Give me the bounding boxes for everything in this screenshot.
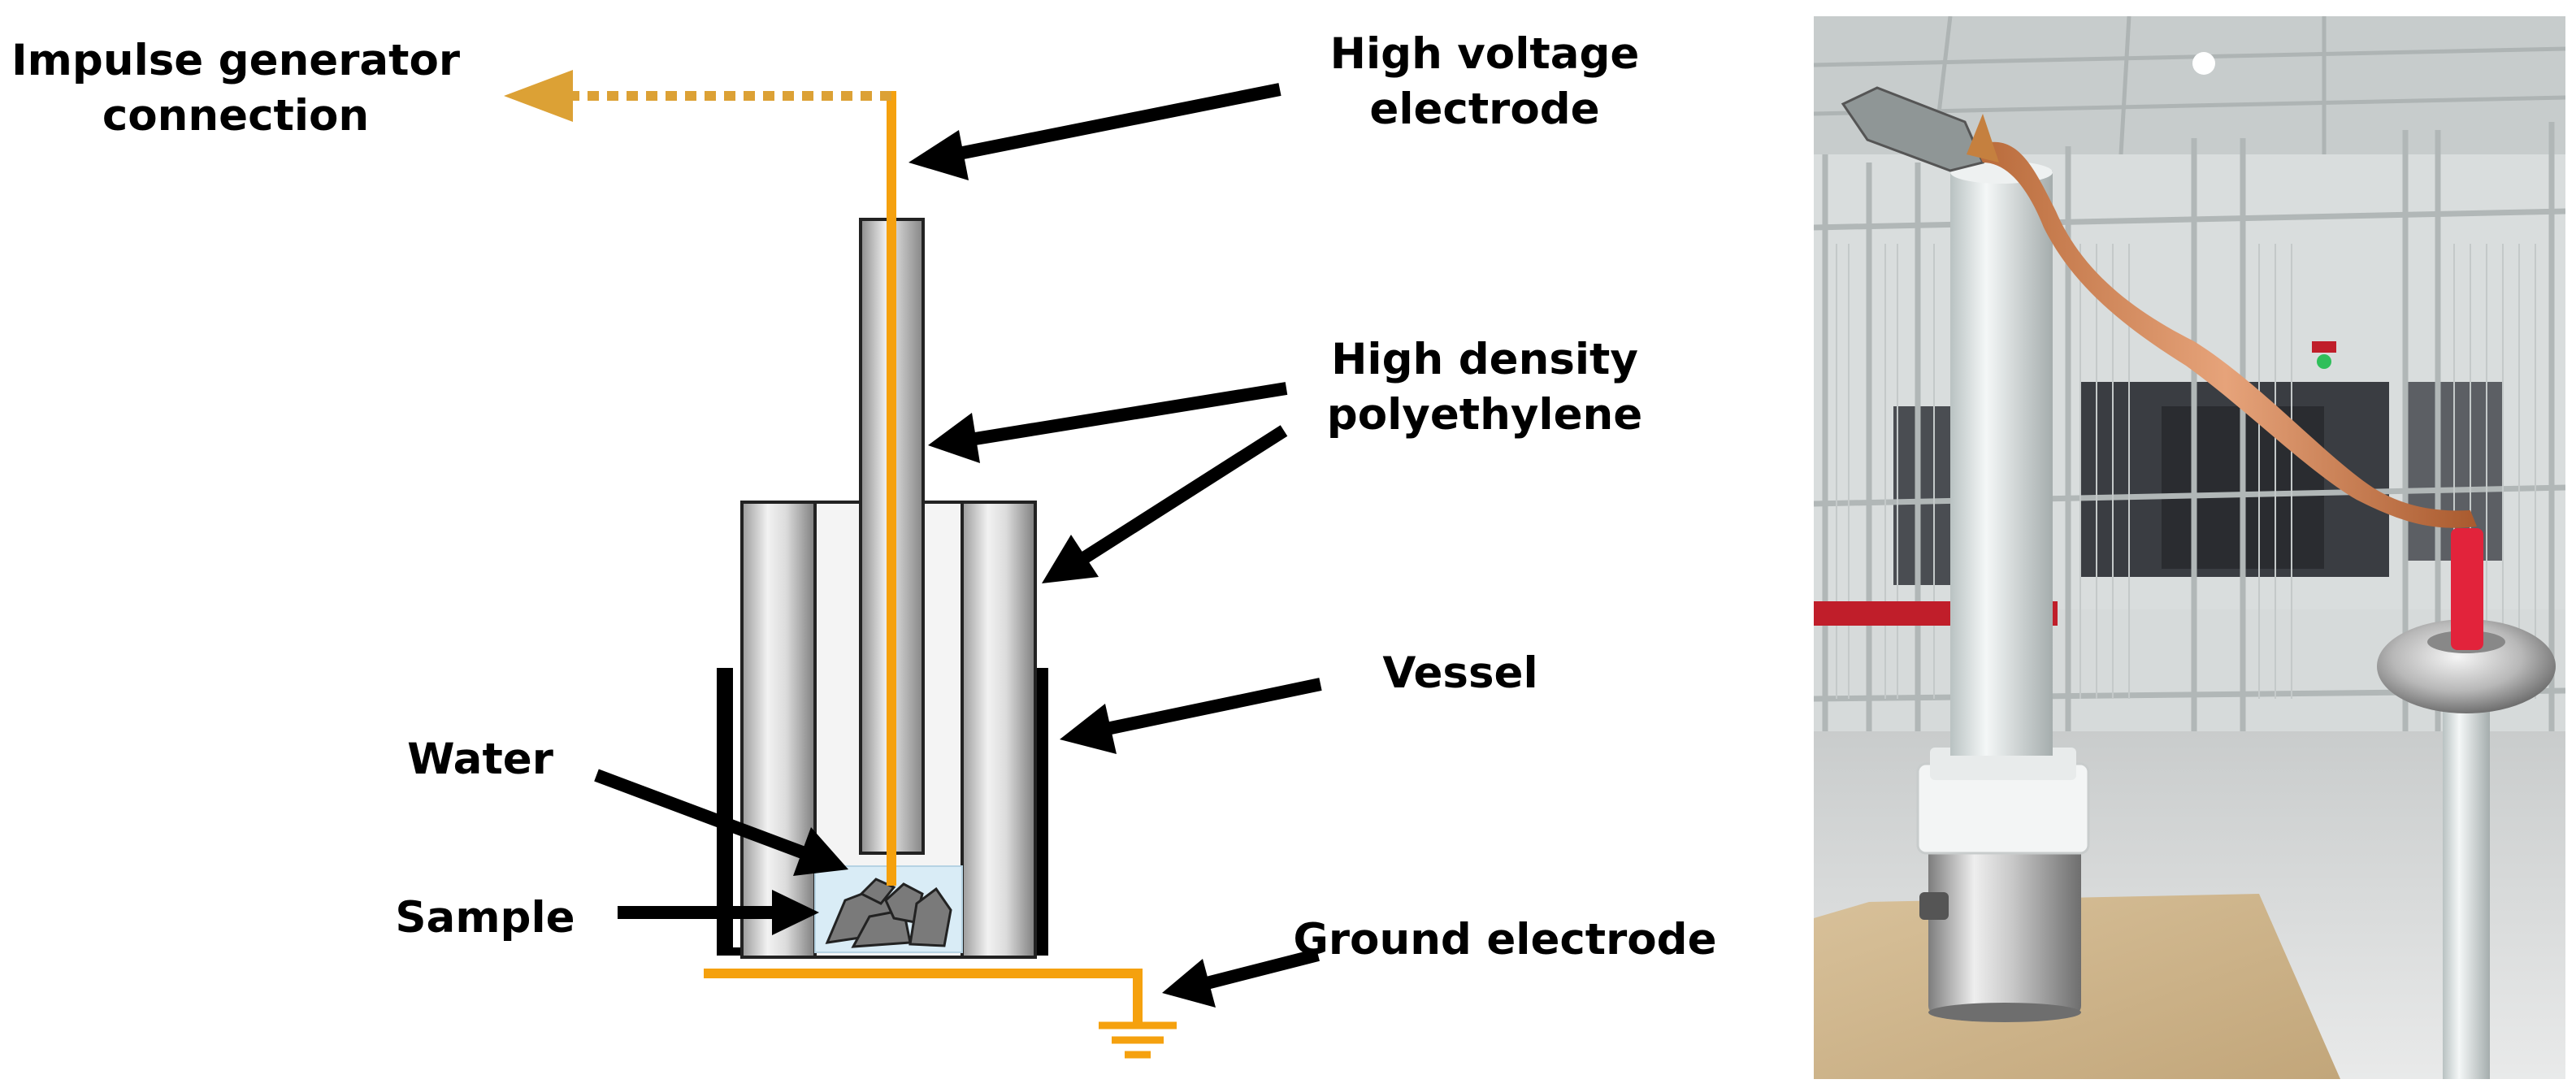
corona-torus — [2377, 619, 2556, 713]
sample-pieces — [825, 878, 952, 948]
red-bushing — [2451, 528, 2483, 650]
ceiling-lamp — [2192, 52, 2215, 75]
label-impulse-line1: Impulse generator — [11, 36, 460, 85]
label-water: Water — [407, 735, 553, 784]
label-ground: Ground electrode — [1293, 915, 1716, 964]
steel-vessel — [1928, 837, 2081, 1014]
arrow-vessel — [1105, 678, 1322, 735]
support-pole — [2443, 699, 2490, 1079]
label-hdpe-line1: High density — [1331, 335, 1638, 384]
label-hv-line1: High voltage — [1330, 29, 1640, 79]
arrow-hdpe-holder — [1078, 425, 1288, 565]
label-sample: Sample — [395, 893, 575, 943]
photo-panel — [1814, 16, 2565, 1079]
arrow-hv — [953, 83, 1281, 161]
schematic: Impulse generator connection High voltag… — [11, 29, 1717, 1059]
callout-arrows — [594, 83, 1322, 1008]
label-vessel: Vessel — [1382, 648, 1537, 698]
hdpe-column — [1950, 171, 2053, 756]
arrow-hdpe-rod — [974, 382, 1288, 445]
label-hv-line2: electrode — [1369, 85, 1599, 134]
label-hdpe-line2: polyethylene — [1327, 390, 1642, 440]
hdpe-left-wall — [740, 501, 817, 959]
ground-symbol — [1099, 1021, 1177, 1059]
arrow-ground — [1205, 948, 1320, 990]
copper-foil — [1975, 141, 2477, 528]
arrow-water — [594, 769, 807, 860]
ground-conductor — [704, 969, 1143, 1022]
impulse-arrowhead — [504, 70, 573, 122]
hdpe-right-wall — [961, 501, 1037, 959]
label-impulse-line2: connection — [102, 91, 369, 141]
